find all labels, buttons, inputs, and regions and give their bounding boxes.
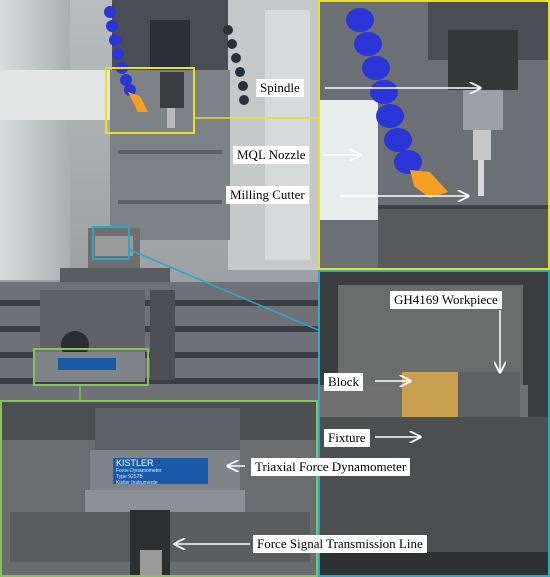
dynamometer-closeup-photo: KISTLER Force Dynamometer Type 9257B Kis… bbox=[0, 400, 318, 577]
label-dynamometer: Triaxial Force Dynamometer bbox=[251, 458, 411, 476]
label-workpiece: GH4169 Workpiece bbox=[390, 291, 502, 309]
plate-line-3: Kistler Instrumente bbox=[116, 480, 158, 486]
plate-brand: KISTLER bbox=[116, 458, 154, 468]
plate-line-1: Force Dynamometer bbox=[116, 468, 162, 474]
plate-line-2: Type 9257B bbox=[116, 474, 143, 480]
fixture-closeup-photo bbox=[318, 270, 550, 577]
label-signal-line: Force Signal Transmission Line bbox=[253, 535, 427, 553]
spindle-closeup-photo bbox=[318, 0, 550, 270]
label-mql-nozzle: MQL Nozzle bbox=[233, 146, 310, 164]
label-spindle: Spindle bbox=[256, 79, 304, 97]
label-block: Block bbox=[324, 373, 364, 391]
label-milling-cutter: Milling Cutter bbox=[226, 186, 309, 204]
machine-overview-photo bbox=[0, 0, 318, 400]
label-fixture: Fixture bbox=[324, 429, 370, 447]
